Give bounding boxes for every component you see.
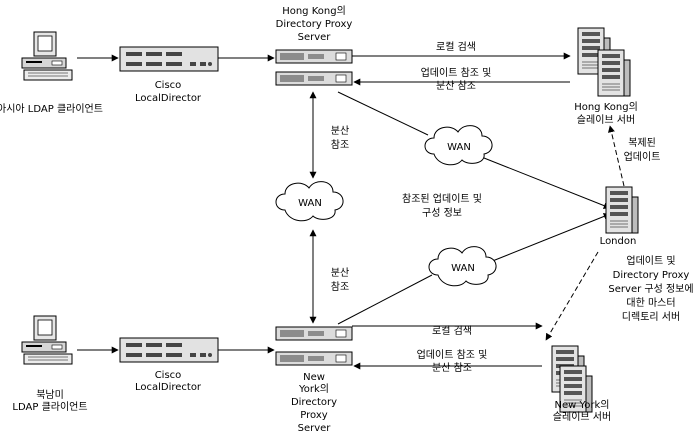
london-master-server-icon — [605, 186, 639, 234]
hk-update-ref-label-line1: 업데이트 참조 및 — [421, 66, 492, 79]
hk-slave-label-line1: Hong Kong의 — [574, 101, 638, 113]
diagram-labels: 아시아 LDAP 클라이언트 북남미 LDAP 클라이언트 Cisco Loca… — [0, 5, 694, 434]
london-to-ny-slave-replication-arrow — [545, 251, 599, 341]
replicated-update-label-line2: 업데이트 — [624, 150, 661, 163]
master-label-line2: Directory Proxy — [613, 270, 690, 281]
cisco-bottom-label-line1: Cisco — [155, 370, 182, 381]
asia-client-computer-icon — [21, 31, 73, 81]
cisco-top-label-line1: Cisco — [155, 80, 182, 91]
ny-update-ref-label-line1: 업데이트 참조 및 — [417, 348, 488, 361]
master-label-line3: Server 구성 정보에 — [608, 283, 693, 295]
na-client-computer-icon — [21, 315, 73, 365]
replicated-update-label-line1: 복제된 — [628, 137, 656, 149]
ny-proxy-to-wan-link — [337, 274, 433, 325]
asia-client-label: 아시아 LDAP 클라이언트 — [0, 103, 103, 115]
dist-ref-bottom-label-line2: 참조 — [331, 281, 349, 293]
na-client-label-line1: 북남미 — [36, 389, 64, 401]
cisco-localdirector-top-icon — [119, 46, 219, 72]
master-label-line5: 디렉토리 서버 — [622, 311, 680, 323]
hk-proxy-server-icon-a — [275, 49, 353, 64]
ny-proxy-label-line4: Proxy — [300, 410, 327, 421]
ny-proxy-label-line3: Directory — [291, 397, 337, 408]
dist-ref-top-label-line2: 참조 — [331, 139, 349, 151]
hk-update-ref-label-line2: 분산 참조 — [436, 80, 476, 92]
london-to-hk-slave-replication-arrow — [608, 125, 625, 187]
cisco-top-label-line2: LocalDirector — [135, 93, 202, 104]
wan-to-london-bottom-arrow — [489, 213, 611, 263]
ny-proxy-label-line2: York의 — [298, 383, 329, 395]
cisco-localdirector-bottom-icon — [119, 337, 219, 363]
master-label-line1: 업데이트 및 — [626, 254, 675, 267]
hk-proxy-to-wan-link — [337, 91, 429, 136]
ny-proxy-label-line1: New — [303, 372, 325, 383]
hk-slave-server-secondary-icon — [597, 49, 631, 97]
ny-proxy-label-line5: Server — [298, 423, 332, 434]
referred-update-label-line2: 구성 정보 — [422, 207, 462, 219]
hk-proxy-server-icon-b — [275, 71, 353, 86]
cisco-bottom-label-line2: LocalDirector — [135, 382, 202, 393]
referred-update-label-line1: 참조된 업데이트 및 — [402, 192, 482, 205]
hk-proxy-label-line3: Server — [298, 32, 332, 43]
ny-local-search-label: 로컬 검색 — [432, 324, 472, 337]
ny-slave-label-line2: 슬레이브 서버 — [553, 411, 611, 423]
hk-proxy-label-line2: Directory Proxy — [276, 19, 353, 30]
wan-to-london-top-arrow — [483, 157, 611, 209]
wan-middle-label: WAN — [298, 198, 322, 209]
ny-proxy-server-icon-b — [275, 351, 353, 366]
hk-slave-label-line2: 슬레이브 서버 — [577, 114, 635, 126]
ny-update-ref-label-line2: 분산 참조 — [432, 362, 472, 374]
connections — [77, 52, 625, 370]
london-label: London — [600, 236, 637, 247]
na-client-label-line2: LDAP 클라이언트 — [12, 401, 87, 413]
wan-bottom-label: WAN — [451, 263, 475, 274]
ny-proxy-server-icon-a — [275, 326, 353, 341]
hk-proxy-label-line1: Hong Kong의 — [282, 5, 346, 17]
hk-local-search-label: 로컬 검색 — [436, 40, 476, 53]
dist-ref-top-label-line1: 분산 — [331, 125, 349, 137]
dist-ref-bottom-label-line1: 분산 — [331, 267, 349, 279]
master-label-line4: 대한 마스터 — [626, 297, 675, 309]
ny-slave-label-line1: New York의 — [555, 399, 610, 411]
wan-top-label: WAN — [447, 142, 471, 153]
